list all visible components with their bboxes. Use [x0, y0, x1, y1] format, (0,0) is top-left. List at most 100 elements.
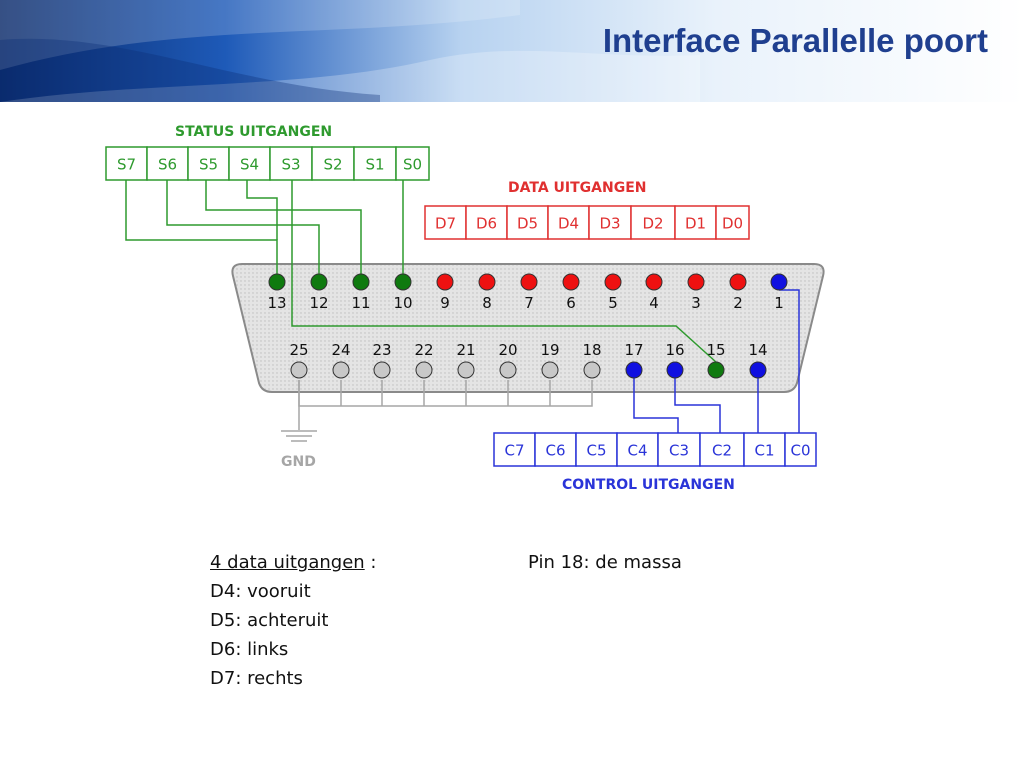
data-cell-label-d1: D1: [685, 215, 706, 233]
status-cell-label-s3: S3: [281, 156, 300, 174]
pin-label-17: 17: [624, 341, 643, 359]
pin-1: [770, 273, 788, 291]
pin-21: [457, 361, 475, 379]
control-cell-c5: [575, 432, 618, 467]
pin-label-18: 18: [582, 341, 601, 359]
pin-label-8: 8: [482, 294, 492, 312]
notes-line-d7: D7: rechts: [210, 668, 303, 689]
pin-3: [687, 273, 705, 291]
db25-connector-shell: [231, 263, 825, 393]
data-cell-d3: [588, 205, 632, 240]
status-cell-label-s6: S6: [158, 156, 177, 174]
control-cell-c2: [699, 432, 745, 467]
pin-label-3: 3: [691, 294, 701, 312]
pin-label-22: 22: [414, 341, 433, 359]
notes-block: 4 data uitgangen : D4: vooruit D5: achte…: [210, 548, 376, 693]
pin-5: [604, 273, 622, 291]
control-cell-label-c2: C2: [712, 442, 732, 460]
status-cell-s0: [395, 146, 430, 181]
control-cell-c7: [493, 432, 536, 467]
pin-label-6: 6: [566, 294, 576, 312]
status-cell-label-s5: S5: [199, 156, 218, 174]
pin-label-24: 24: [331, 341, 350, 359]
control-cell-label-c1: C1: [754, 442, 774, 460]
pin-label-2: 2: [733, 294, 743, 312]
pin-label-20: 20: [498, 341, 517, 359]
wire-s7-pin11: [125, 180, 278, 274]
data-cell-label-d0: D0: [722, 215, 743, 233]
ground-symbol: [281, 380, 317, 442]
data-cell-label-d4: D4: [558, 215, 579, 233]
data-title: DATA UITGANGEN: [508, 180, 646, 196]
control-cell-c3: [657, 432, 701, 467]
data-cell-d5: [506, 205, 549, 240]
pin-2: [729, 273, 747, 291]
pin-label-19: 19: [540, 341, 559, 359]
pin-19: [541, 361, 559, 379]
pin-20: [499, 361, 517, 379]
pin-label-14: 14: [748, 341, 767, 359]
header-band: Interface Parallelle poort: [0, 0, 1024, 102]
pin-label-4: 4: [649, 294, 659, 312]
pin-11: [352, 273, 370, 291]
control-cell-label-c0: C0: [790, 442, 810, 460]
pin-14: [749, 361, 767, 379]
notes-heading-suffix: :: [364, 552, 377, 573]
data-cell-d6: [465, 205, 508, 240]
status-cell-s5: [187, 146, 230, 181]
gnd-label: GND: [281, 454, 316, 470]
pin-label-5: 5: [608, 294, 618, 312]
pin-label-9: 9: [440, 294, 450, 312]
data-cell-d2: [630, 205, 676, 240]
pin-24: [332, 361, 350, 379]
control-cell-label-c3: C3: [669, 442, 689, 460]
pin-9: [436, 273, 454, 291]
wire-pin16-c2: [674, 378, 721, 433]
pin-label-15: 15: [706, 341, 725, 359]
data-cell-label-d3: D3: [599, 215, 620, 233]
data-cell-label-d2: D2: [642, 215, 663, 233]
wiring: [125, 180, 800, 433]
pin-4: [645, 273, 663, 291]
pin-label-10: 10: [393, 294, 412, 312]
status-cell-label-s4: S4: [240, 156, 259, 174]
status-cell-label-s0: S0: [403, 156, 422, 174]
notes-heading-line: 4 data uitgangen :: [210, 548, 376, 577]
parallel-port-diagram: STATUS UITGANGEN DATA UITGANGEN CONTROL …: [105, 124, 825, 493]
control-cell-label-c7: C7: [504, 442, 524, 460]
status-title: STATUS UITGANGEN: [175, 124, 332, 140]
control-title: CONTROL UITGANGEN: [562, 477, 735, 493]
pin-label-7: 7: [524, 294, 534, 312]
pin-25: [290, 361, 308, 379]
status-cell-s1: [353, 146, 397, 181]
slide-title: Interface Parallelle poort: [602, 22, 988, 59]
status-cell-s6: [146, 146, 189, 181]
control-register: C7 C6 C5 C4 C3 C2 C1 C0: [493, 432, 817, 467]
wire-s6-pin12: [166, 180, 320, 274]
status-cell-s2: [311, 146, 355, 181]
control-cell-label-c5: C5: [586, 442, 606, 460]
pin-label-12: 12: [309, 294, 328, 312]
status-cell-label-s7: S7: [117, 156, 136, 174]
pin-label-23: 23: [372, 341, 391, 359]
pin-8: [478, 273, 496, 291]
pin-17: [625, 361, 643, 379]
notes-heading: 4 data uitgangen: [210, 552, 365, 573]
pin-label-25: 25: [289, 341, 308, 359]
pin-12: [310, 273, 328, 291]
pin-label-13: 13: [267, 294, 286, 312]
notes-line-d4: D4: vooruit: [210, 581, 311, 602]
pin-6: [562, 273, 580, 291]
data-cell-label-d6: D6: [476, 215, 497, 233]
pin-label-21: 21: [456, 341, 475, 359]
pin-22: [415, 361, 433, 379]
wire-pin1-c0: [779, 289, 800, 433]
control-cell-label-c6: C6: [545, 442, 565, 460]
status-cell-s4: [228, 146, 271, 181]
pin-label-1: 1: [774, 294, 784, 312]
control-cell-label-c4: C4: [627, 442, 647, 460]
pin-18-note: Pin 18: de massa: [528, 552, 682, 573]
